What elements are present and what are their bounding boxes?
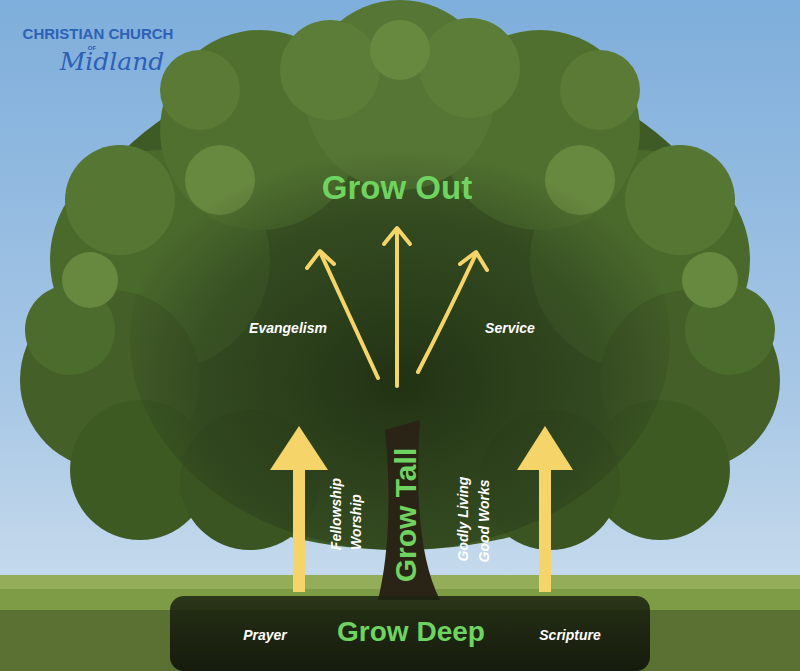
growth-arrows [270,228,573,592]
practice-label: Worship [349,494,363,550]
practice-label: Evangelism [249,321,327,335]
practice-label: Prayer [243,628,287,642]
practice-label: Service [485,321,535,335]
practice-label: Godly Living [456,477,470,562]
stage-heading: Grow Out [322,171,472,204]
practice-label: Scripture [539,628,600,642]
logo-text: Midland [60,49,165,74]
stage-heading: Grow Tall [391,448,421,582]
stage-heading: Grow Deep [337,618,485,646]
ground-shadow-outer [0,610,800,671]
logo-text: CHRISTIAN CHURCH [23,26,174,41]
practice-label: Fellowship [329,478,343,550]
trunk [378,420,440,600]
practice-label: Good Works [477,480,491,563]
